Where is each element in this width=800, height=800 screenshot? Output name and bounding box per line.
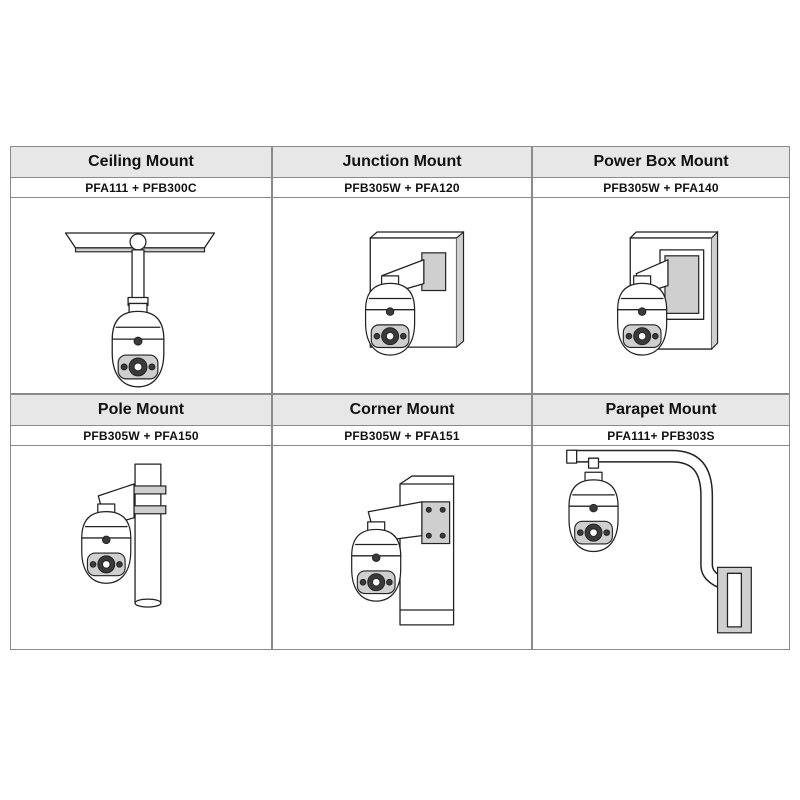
mount-model: PFA111+ PFB303S	[532, 426, 790, 446]
mount-title: Junction Mount	[272, 146, 532, 178]
mount-title: Parapet Mount	[532, 394, 790, 426]
mount-cell-power-box: Power Box Mount PFB305W + PFA140	[532, 146, 790, 394]
mount-model: PFA111 + PFB300C	[10, 178, 272, 198]
power-box-mount-illustration	[532, 198, 790, 394]
junction-mount-illustration	[272, 198, 532, 394]
pole-mount-illustration	[10, 446, 272, 650]
mount-title: Corner Mount	[272, 394, 532, 426]
mount-options-grid: Ceiling Mount PFA111 + PFB300C Junction …	[10, 146, 790, 650]
mount-cell-pole: Pole Mount PFB305W + PFA150	[10, 394, 272, 650]
mount-model: PFB305W + PFA140	[532, 178, 790, 198]
mount-model: PFB305W + PFA120	[272, 178, 532, 198]
mount-model: PFB305W + PFA151	[272, 426, 532, 446]
mount-model: PFB305W + PFA150	[10, 426, 272, 446]
mount-title: Power Box Mount	[532, 146, 790, 178]
mount-cell-junction: Junction Mount PFB305W + PFA120	[272, 146, 532, 394]
mount-cell-parapet: Parapet Mount PFA111+ PFB303S	[532, 394, 790, 650]
ceiling-mount-illustration	[10, 198, 272, 394]
parapet-mount-illustration	[532, 446, 790, 650]
mount-cell-ceiling: Ceiling Mount PFA111 + PFB300C	[10, 146, 272, 394]
mount-title: Ceiling Mount	[10, 146, 272, 178]
corner-mount-illustration	[272, 446, 532, 650]
mount-title: Pole Mount	[10, 394, 272, 426]
mount-cell-corner: Corner Mount PFB305W + PFA151	[272, 394, 532, 650]
